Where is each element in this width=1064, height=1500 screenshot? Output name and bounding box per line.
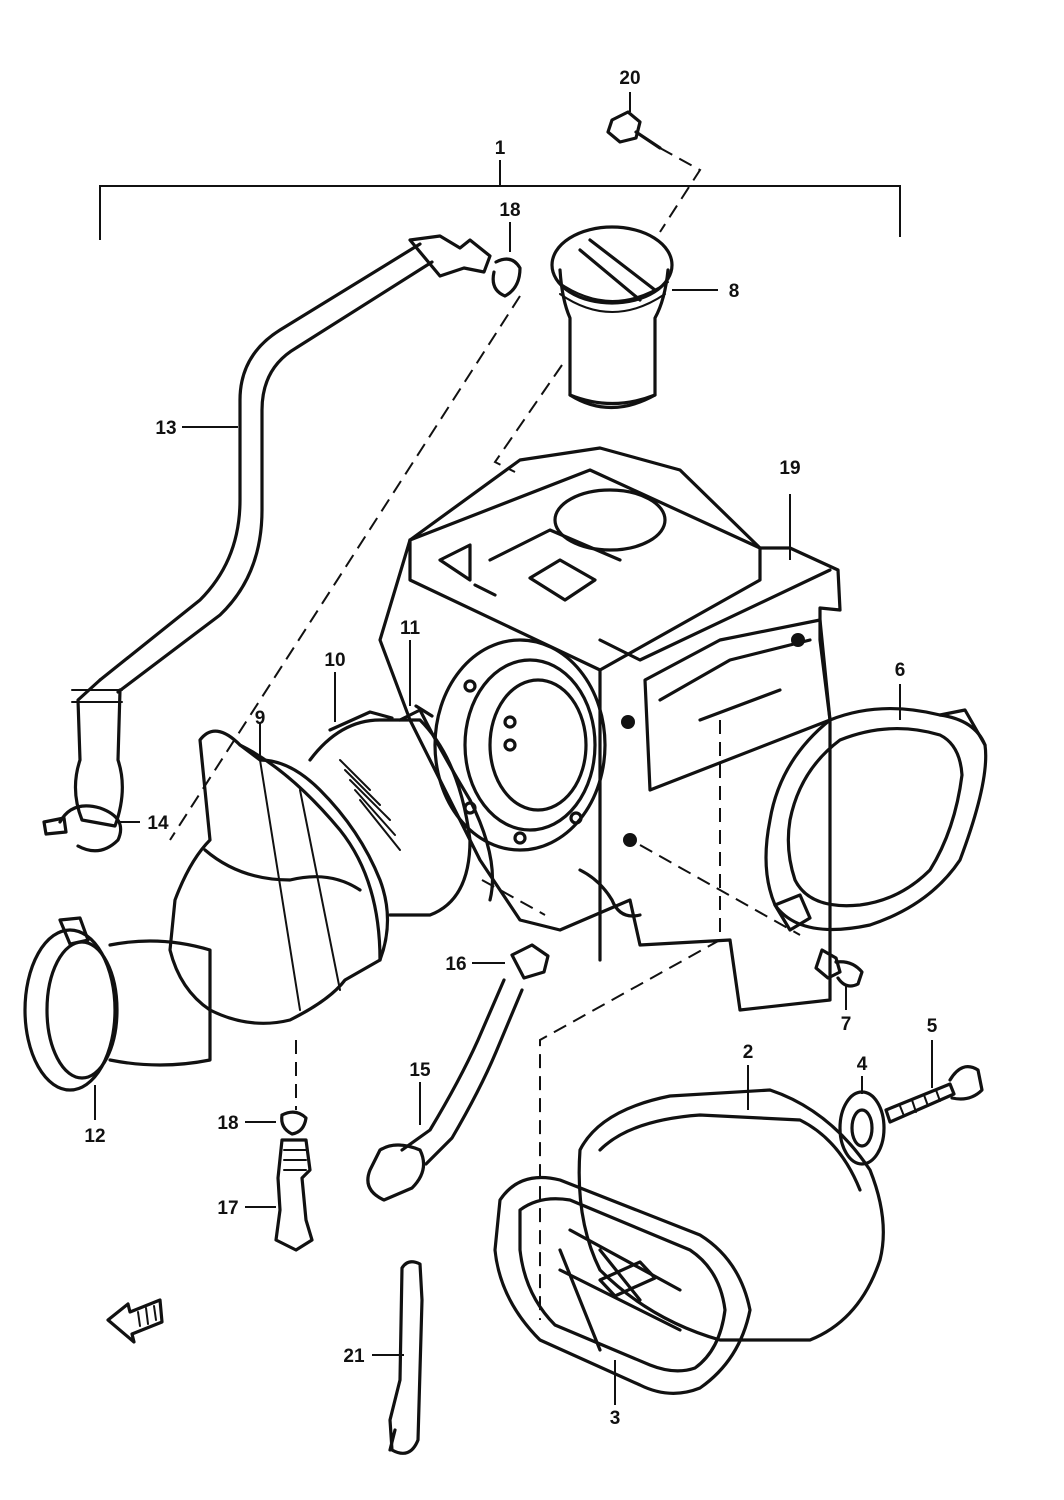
callout-11: 11: [400, 618, 421, 639]
callout-17: 17: [217, 1198, 238, 1219]
washer-4: [838, 1076, 886, 1166]
filter-element-2: [577, 1065, 885, 1342]
clip-18-lower: [245, 1040, 308, 1136]
clamp-12: [23, 916, 212, 1120]
callout-19: 19: [779, 458, 800, 479]
assembly-bracket-1: [99, 160, 901, 240]
callout-9: 9: [255, 708, 266, 729]
callout-15: 15: [409, 1060, 431, 1081]
cover-6: [764, 684, 988, 932]
callout-20: 20: [619, 68, 640, 89]
screw-7: [639, 844, 864, 1010]
callout-labels: 1 20 18 8 13 19 11 10 6 9 14 16 7 5 2 4 …: [84, 68, 937, 1429]
callout-6: 6: [895, 660, 906, 681]
front-arrow-icon: [106, 1298, 164, 1344]
callout-1: 1: [495, 138, 506, 159]
clip-18-upper: [169, 222, 522, 841]
drain-plug-17: [245, 1138, 314, 1252]
air-cleaner-case-19: [378, 446, 842, 1320]
drain-hose-15: [366, 978, 524, 1202]
outlet-tube-10: [308, 672, 472, 917]
breather-hose-13: [71, 234, 492, 828]
element-frame-3: [493, 1175, 752, 1405]
callout-16: 16: [445, 954, 466, 975]
intake-boot-9: [168, 722, 390, 1025]
wing-bolt-5: [884, 1040, 984, 1124]
callout-8: 8: [729, 281, 740, 302]
callout-13: 13: [155, 418, 176, 439]
callout-10: 10: [324, 650, 345, 671]
callout-3: 3: [610, 1408, 621, 1429]
callout-12: 12: [84, 1126, 105, 1147]
callout-5: 5: [927, 1016, 938, 1037]
callout-14: 14: [147, 813, 169, 834]
clip-16: [472, 879, 550, 980]
strap-21: [372, 1260, 424, 1455]
clamp-14: [42, 804, 140, 853]
callout-21: 21: [343, 1346, 365, 1367]
callout-18-lower: 18: [217, 1113, 238, 1134]
callout-2: 2: [743, 1042, 754, 1063]
cap-8: [493, 225, 718, 473]
callout-4: 4: [857, 1054, 868, 1075]
callout-7: 7: [841, 1014, 852, 1035]
callout-18-upper: 18: [499, 200, 520, 221]
bolt-20: [606, 92, 702, 233]
clamp-11: [398, 640, 495, 902]
